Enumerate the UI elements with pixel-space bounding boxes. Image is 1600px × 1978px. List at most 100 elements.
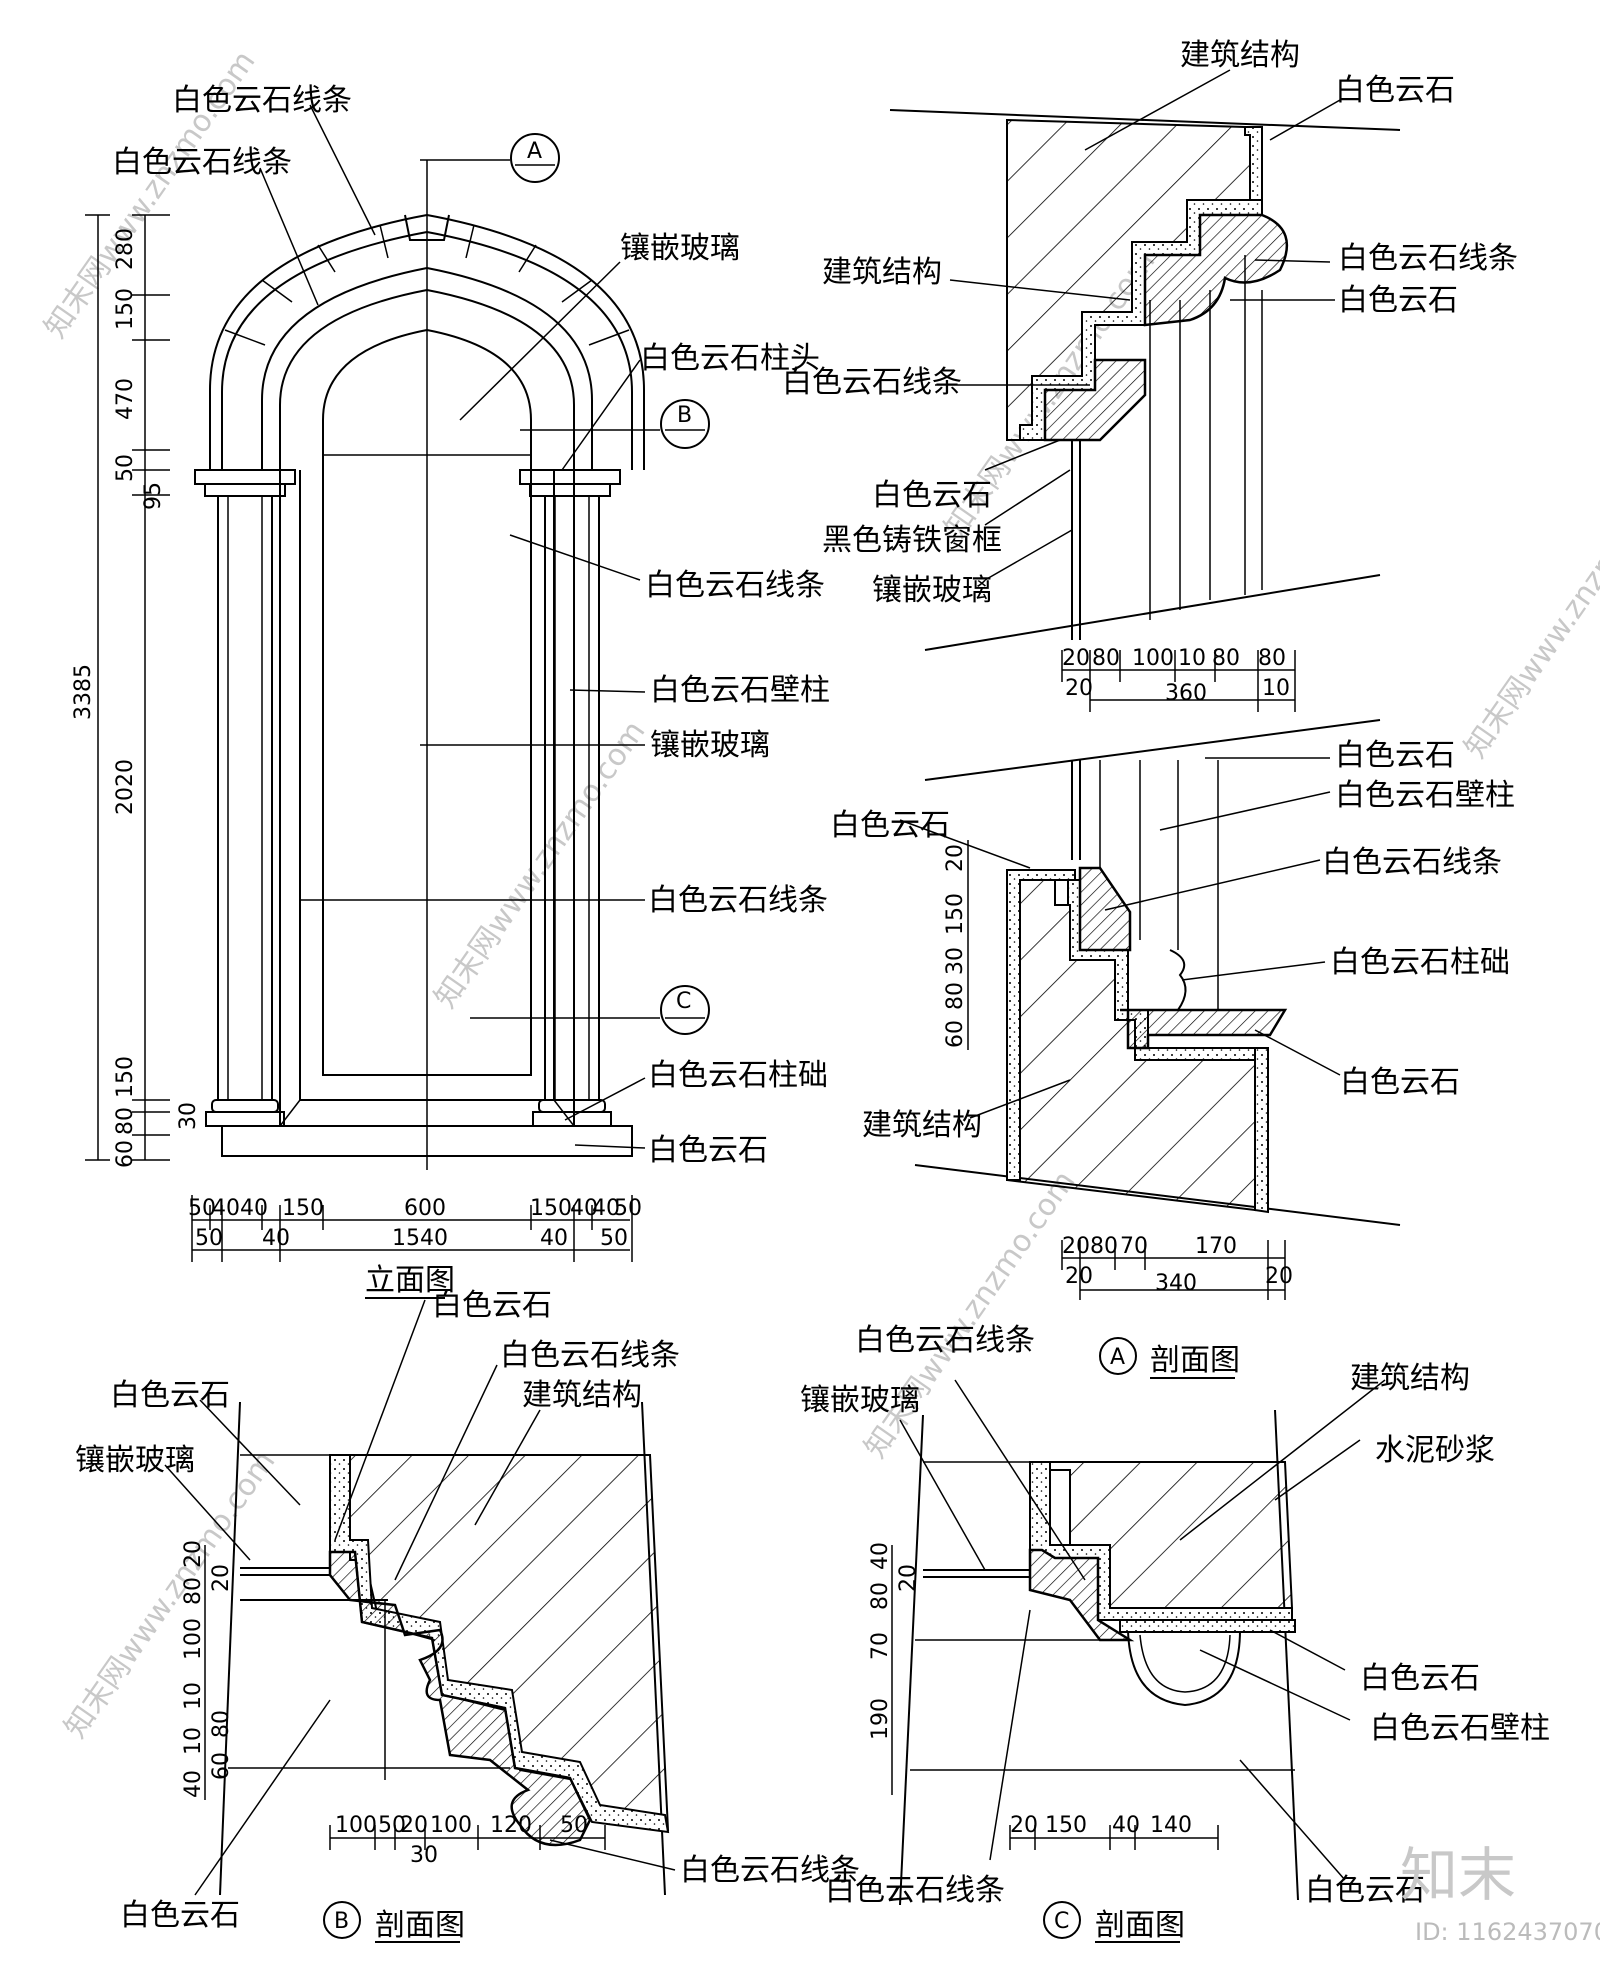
elevation-view: 280 150 470 50 95 2020 3385 30 80 150 60	[71, 83, 830, 1299]
a-dim: 100	[1132, 646, 1174, 671]
b-dim: 50	[378, 1813, 406, 1838]
watermark-text: 知末网www.znzmo.com	[58, 1445, 283, 1745]
section-a-upper: 建筑结构 白色云石 建筑结构 白色云石线条 白色云石 白色云石线条 白色云石 黑…	[782, 38, 1518, 712]
hdim: 40	[540, 1226, 568, 1251]
label-glass-mid: 镶嵌玻璃	[650, 728, 770, 763]
c-label-moulding-top: 白色云石线条	[855, 1323, 1035, 1358]
section-a-title: 剖面图	[1150, 1343, 1240, 1378]
hdim: 40	[570, 1196, 598, 1221]
watermark-text: 知末网www.znzmo.com	[858, 1165, 1083, 1465]
base-stone-a	[1120, 1008, 1288, 1050]
b-vdim: 10	[181, 1682, 206, 1710]
sill-moulding-c	[1028, 1548, 1135, 1642]
section-marker-b: B	[677, 403, 692, 428]
label-base: 白色云石柱础	[648, 1058, 828, 1093]
hdim: 150	[530, 1196, 572, 1221]
section-a-lower: 白色云石 白色云石壁柱 白色云石 白色云石线条 白色云石柱础 白色云石 建筑结构…	[830, 719, 1515, 1379]
al-dim: 170	[1195, 1234, 1237, 1259]
watermark-id: ID: 1162437070	[1415, 1918, 1600, 1946]
hdim: 40	[592, 1196, 620, 1221]
dim-2020: 2020	[113, 759, 138, 815]
al-label-moulding: 白色云石线条	[1322, 845, 1502, 880]
al-label-stone-left: 白色云石	[830, 808, 950, 843]
c-label-structure: 建筑结构	[1350, 1361, 1470, 1396]
al-label-base: 白色云石柱础	[1330, 945, 1510, 980]
c-vdim: 80	[868, 1582, 893, 1610]
watermark-text: 知末网www.znzmo.com	[1458, 465, 1600, 765]
al-vdim: 80	[943, 982, 968, 1010]
b-vdim: 60	[209, 1752, 234, 1780]
a-label-structure-top: 建筑结构	[1180, 38, 1300, 73]
al-label-stone-right: 白色云石	[1340, 1065, 1460, 1100]
b-label-structure: 建筑结构	[522, 1378, 642, 1413]
section-c: 白色云石线条 建筑结构 镶嵌玻璃 水泥砂浆 白色云石 白色云石壁柱 白色云石线条…	[800, 1323, 1550, 1943]
hdim: 50	[195, 1226, 223, 1251]
elevation-title: 立面图	[365, 1263, 455, 1298]
a-dim: 80	[1212, 646, 1240, 671]
c-label-mortar: 水泥砂浆	[1375, 1433, 1495, 1468]
label-capital: 白色云石柱头	[640, 341, 820, 376]
watermark-text: 知末网www.znzmo.com	[428, 715, 653, 1015]
dim-150b: 150	[113, 1056, 138, 1098]
hdim: 50	[614, 1196, 642, 1221]
sill-moulding-a	[1078, 866, 1132, 952]
c-label-glass: 镶嵌玻璃	[800, 1383, 920, 1418]
c-dim: 140	[1150, 1813, 1192, 1838]
dim-150: 150	[113, 288, 138, 330]
b-dim: 20	[400, 1813, 428, 1838]
dim-470: 470	[113, 378, 138, 420]
a-dim: 10	[1178, 646, 1206, 671]
a-dim: 360	[1165, 681, 1207, 706]
al-vdim: 150	[943, 893, 968, 935]
section-b-title: 剖面图	[375, 1908, 465, 1943]
c-dim: 40	[1112, 1813, 1140, 1838]
section-c-title: 剖面图	[1095, 1908, 1185, 1943]
al-dim: 70	[1120, 1234, 1148, 1259]
label-sill: 白色云石	[648, 1133, 768, 1168]
b-label-stone-left: 白色云石	[110, 1378, 230, 1413]
al-vdim: 20	[943, 844, 968, 872]
label-pilaster: 白色云石壁柱	[650, 673, 830, 708]
c-vdim: 190	[868, 1698, 893, 1740]
b-vdim: 80	[181, 1577, 206, 1605]
section-marker-c: C	[676, 989, 691, 1014]
b-vdim: 40	[181, 1770, 206, 1798]
b-dim: 120	[490, 1813, 532, 1838]
al-dim: 80	[1090, 1234, 1118, 1259]
a-label-stone-top: 白色云石	[1335, 73, 1455, 108]
dim-80: 80	[113, 1107, 138, 1135]
cornice-moulding-b	[328, 1550, 592, 1847]
section-b: 白色云石 白色云石线条 建筑结构 白色云石 镶嵌玻璃 白色云石 白色云石线条 2…	[75, 1288, 860, 1943]
dim-50: 50	[113, 454, 138, 482]
dim-60: 60	[113, 1140, 138, 1168]
c-label-moulding-bottom: 白色云石线条	[825, 1873, 1005, 1908]
a-label-iron-frame: 黑色铸铁窗框	[822, 523, 1002, 558]
a-label-structure: 建筑结构	[822, 255, 942, 290]
watermark-logo: 知末	[1400, 1841, 1516, 1909]
dim-280: 280	[113, 228, 138, 270]
dim-30: 30	[176, 1102, 201, 1130]
al-dim: 20	[1062, 1234, 1090, 1259]
hdim: 600	[404, 1196, 446, 1221]
al-dim: 20	[1065, 1264, 1093, 1289]
dim-total-3385: 3385	[71, 664, 96, 720]
b-vdim: 80	[209, 1710, 234, 1738]
c-vdim: 40	[868, 1542, 893, 1570]
hdim: 1540	[392, 1226, 448, 1251]
c-vdim: 20	[896, 1564, 921, 1592]
b-label-stone-bottom: 白色云石	[120, 1898, 240, 1933]
section-a-marker: A	[1110, 1345, 1125, 1370]
a-dim: 20	[1062, 646, 1090, 671]
a-dim: 80	[1092, 646, 1120, 671]
b-vdim: 20	[209, 1564, 234, 1592]
dim-95: 95	[141, 482, 166, 510]
a-label-stone-right: 白色云石	[1338, 283, 1458, 318]
hdim: 50	[188, 1196, 216, 1221]
label-glass-top: 镶嵌玻璃	[620, 231, 740, 266]
label-arch-moulding-inner: 白色云石线条	[112, 145, 292, 180]
al-label-structure: 建筑结构	[862, 1108, 982, 1143]
label-frame-moulding: 白色云石线条	[645, 568, 825, 603]
hdim: 50	[600, 1226, 628, 1251]
c-label-pilaster: 白色云石壁柱	[1370, 1711, 1550, 1746]
